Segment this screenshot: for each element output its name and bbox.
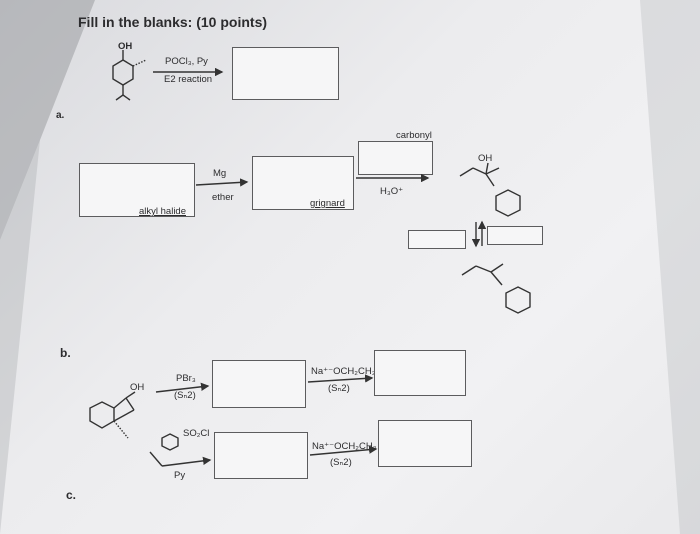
pyridine-label: Py bbox=[174, 470, 186, 481]
row1-condition: E2 reaction bbox=[164, 74, 213, 85]
h3o-reagent: H₃O⁺ bbox=[380, 186, 404, 197]
carbonyl-box[interactable] bbox=[358, 141, 433, 175]
tertiary-alcohol-structure bbox=[459, 162, 521, 217]
row3-ethoxide-condition: (Sₙ2) bbox=[328, 383, 350, 394]
mg-arrow bbox=[195, 178, 249, 187]
pbr3-arrow bbox=[155, 382, 210, 393]
alkene-structure bbox=[461, 263, 531, 314]
row1-oh-label: OH bbox=[118, 41, 133, 52]
part-a-label: a. bbox=[56, 110, 65, 121]
row3-answer-box-2[interactable] bbox=[374, 350, 466, 396]
row3-oh-label: OH bbox=[130, 382, 145, 393]
sulfonyl-ring bbox=[161, 433, 179, 451]
grignard-box[interactable] bbox=[252, 156, 354, 210]
row4-answer-box-1[interactable] bbox=[214, 432, 308, 479]
equilibrium-box-right[interactable] bbox=[487, 226, 543, 245]
mg-reagent: Mg bbox=[213, 168, 227, 179]
row3-ethoxide-arrow bbox=[307, 374, 374, 383]
pbr3-reagent: PBr₃ bbox=[176, 373, 196, 384]
sulfonyl-chloride-label: SO₂Cl bbox=[183, 428, 210, 439]
alkyl-halide-label: alkyl halide bbox=[139, 206, 186, 217]
row4-answer-box-2[interactable] bbox=[378, 420, 472, 467]
row4-ethoxide-arrow bbox=[309, 445, 378, 456]
row3-ethoxide-reagent: Na⁺⁻OCH₂CH₃ bbox=[311, 366, 376, 377]
product-oh-label: OH bbox=[478, 153, 493, 164]
row3-answer-box-1[interactable] bbox=[212, 360, 306, 408]
row4-ethoxide-condition: (Sₙ2) bbox=[330, 457, 352, 468]
alkyl-halide-box[interactable] bbox=[79, 163, 195, 217]
row1-reagent: POCl₃, Py bbox=[165, 56, 208, 67]
row4-ethoxide-reagent: Na⁺⁻OCH₂CH₃ bbox=[312, 441, 377, 452]
part-c-label: c. bbox=[66, 488, 77, 502]
row1-answer-box[interactable] bbox=[232, 47, 339, 100]
bicyclic-alcohol-structure bbox=[89, 391, 136, 439]
page-title: Fill in the blanks: (10 points) bbox=[78, 14, 268, 30]
grignard-label: grignard bbox=[310, 198, 345, 209]
pbr3-condition: (Sₙ2) bbox=[174, 390, 196, 401]
carbonyl-label: carbonyl bbox=[396, 130, 432, 141]
ether-solvent: ether bbox=[212, 192, 234, 203]
equilibrium-box-left[interactable] bbox=[408, 230, 466, 249]
part-b-label: b. bbox=[60, 346, 71, 360]
row4-arrow bbox=[161, 456, 212, 467]
cyclohexanol-structure bbox=[112, 50, 147, 101]
